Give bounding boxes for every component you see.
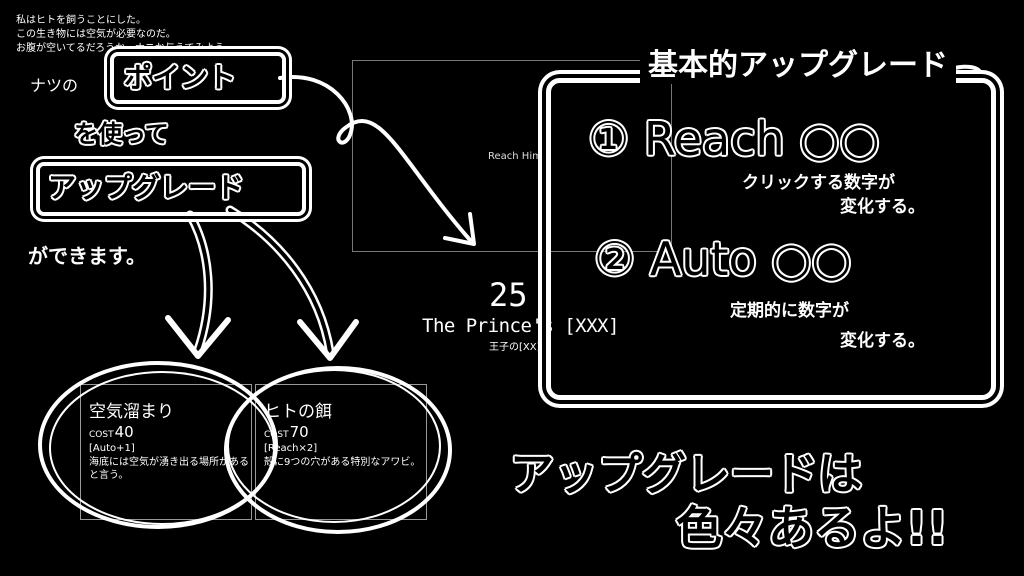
- cost-value: 70: [289, 423, 309, 441]
- upgrade-effect: [Auto+1]: [89, 443, 135, 454]
- reach-him-button[interactable]: [352, 60, 672, 252]
- intro-text: 私はヒトを飼うことにした。 この生き物には空気が必要なのだ。 お腹が空いてるだろ…: [16, 14, 234, 56]
- intro-line: この生き物には空気が必要なのだ。: [16, 29, 176, 40]
- annotation-item2-desc-b: 変化する。: [840, 331, 925, 351]
- arrowhead-card1: [165, 315, 231, 359]
- upgrade-description: 殻に9つの穴がある特別なアワビ。: [264, 457, 421, 468]
- upgrade-cost: COST40: [89, 423, 134, 441]
- circle-card1: [38, 361, 278, 529]
- annotation-item1-desc-a: クリックする数字が: [742, 173, 895, 193]
- upgrade-card-human-food[interactable]: ヒトの餌 COST70 [Reach×2] 殻に9つの穴がある特別なアワビ。: [255, 384, 427, 520]
- upgrade-name: ヒトの餌: [264, 402, 332, 422]
- arrow-to-reach: [278, 74, 472, 242]
- upgrade-name: 空気溜まり: [89, 402, 174, 422]
- cost-value: 40: [114, 423, 134, 441]
- circle-card2-b: [227, 369, 441, 523]
- annotation-item1-desc-b: 変化する。: [840, 197, 925, 217]
- score-counter: 25: [489, 276, 528, 314]
- annotation-left-1: ナツの: [30, 76, 79, 95]
- upgrade-card-air-pocket[interactable]: 空気溜まり COST40 [Auto+1] 海底には空気が湧き出る場所があると言…: [80, 384, 252, 520]
- arrowhead-reach: [443, 212, 476, 246]
- arrow-to-card2-inner: [228, 208, 332, 354]
- annotation-point: ポイント: [124, 61, 237, 94]
- arrow-to-card1-inner: [188, 213, 211, 352]
- circle-card1-b: [49, 371, 275, 525]
- circle-card2: [224, 366, 452, 534]
- upgrade-effect: [Reach×2]: [264, 443, 318, 454]
- prince-title-en: The Prince's [XXX]: [422, 315, 619, 337]
- arrow-to-card2: [225, 205, 335, 357]
- annotation-bottom-a: アップグレードは: [510, 449, 862, 500]
- arrowhead-card2: [297, 319, 359, 361]
- intro-line: 私はヒトを飼うことにした。: [16, 15, 146, 26]
- upgrade-box: [36, 162, 306, 216]
- point-box: [110, 52, 286, 104]
- cost-label: COST: [89, 430, 114, 440]
- annotation-item2-desc-a: 定期的に数字が: [730, 301, 849, 321]
- annotation-upgrade: アップグレード: [48, 171, 245, 204]
- upgrade-description: 海底には空気が湧き出る場所があると言う。: [89, 457, 249, 481]
- annotation-item2-title: ② Auto ○○: [594, 232, 852, 286]
- prince-title-jp: 王子の[XX]: [489, 342, 541, 353]
- annotation-item1-title: ① Reach ○○: [588, 112, 880, 166]
- reach-him-label: Reach Him: [488, 151, 542, 162]
- annotation-left-2: を使って: [74, 120, 169, 148]
- annotation-left-3: ができます。: [28, 244, 146, 268]
- intro-line: お腹が空いてるだろうか。ナニか与えてみよう。: [16, 43, 234, 54]
- annotation-bottom-b: 色々あるよ!!: [676, 501, 948, 555]
- annotation-basic-title: 基本的アップグレード: [640, 40, 956, 84]
